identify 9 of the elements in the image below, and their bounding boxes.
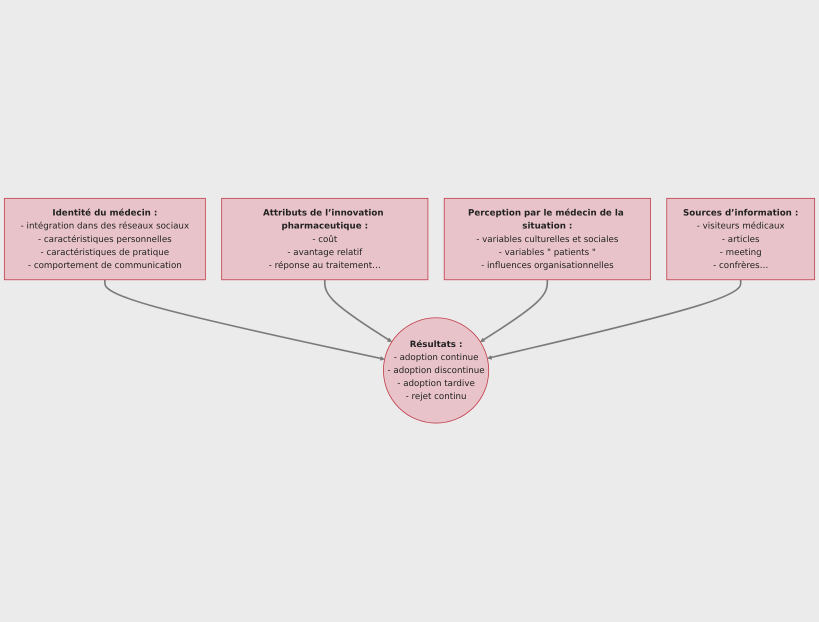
arrow <box>487 280 742 360</box>
node-circle: Résultats : - adoption continue - adoption discontinue - adoption tardive - rejet continu <box>383 318 490 424</box>
arrow <box>324 280 392 342</box>
node-box: Identité du médecin : - intégration dans des réseaux sociaux - caractéristiques personnelles - caractéristiques de pratique - comportement de communication <box>4 198 206 280</box>
node-box: Attributs de l’innovation pharmaceutique : - coût - avantage relatif - réponse au traitement… <box>221 198 428 280</box>
arrow <box>480 280 548 342</box>
node-box: Perception par le médecin de la situation : - variables culturelles et sociales - variables " patients " - influences organisationnelles <box>444 198 651 280</box>
arrow <box>104 280 385 361</box>
node-box: Sources d’information : - visiteurs médicaux - articles - meeting - confrères… <box>666 198 816 280</box>
